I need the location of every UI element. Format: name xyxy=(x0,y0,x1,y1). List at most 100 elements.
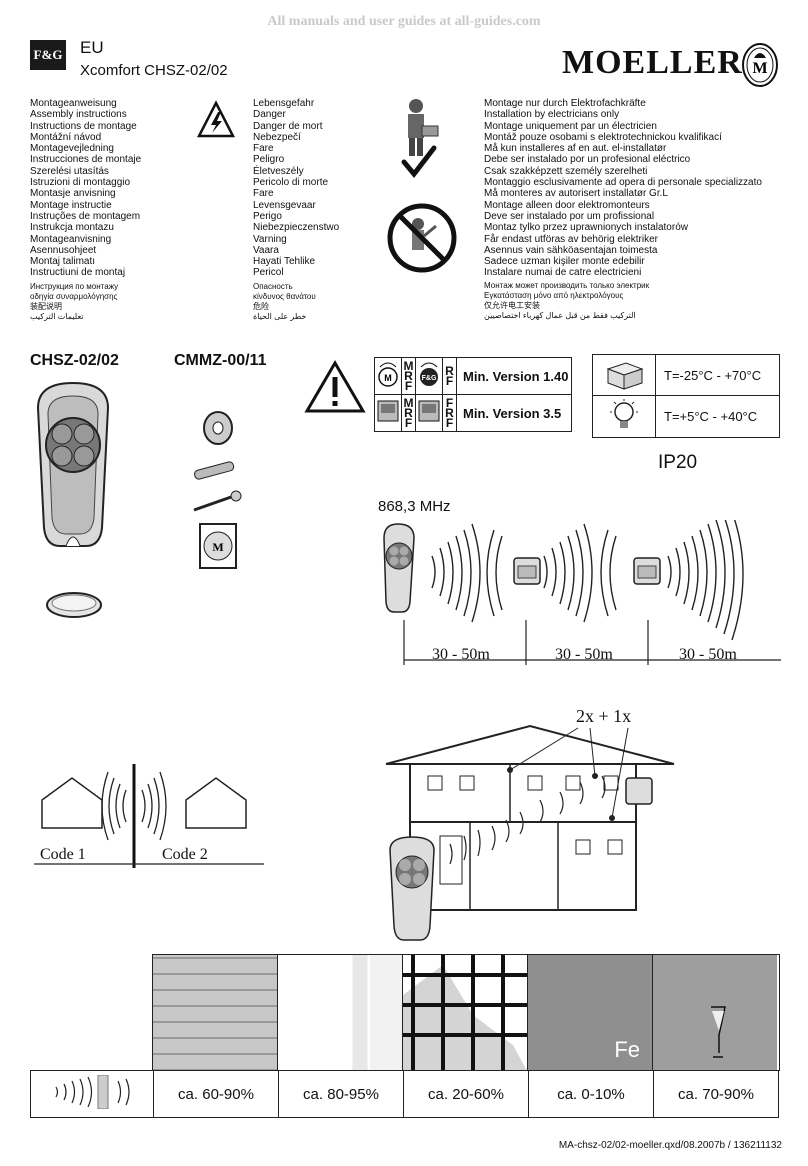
danger-word: Pericolo di morte xyxy=(253,177,329,189)
danger-word: خطر على الحياة xyxy=(253,311,307,321)
danger-word: Hayati Tehlike xyxy=(253,256,316,268)
actuator-icon xyxy=(633,557,661,585)
electrician-line: Sadece uzman kişiler monte edebilir xyxy=(484,256,645,268)
instruction-title: Montage instructie xyxy=(30,199,112,211)
instruction-title: Szerelési utasítás xyxy=(30,165,109,177)
mounting-accessories-icon: M xyxy=(193,411,242,569)
temperature-table: T=-25°C - +70°C T=+5°C - +40°C xyxy=(592,354,780,438)
material-attenuation-table: ca. 60-90% ca. 80-95% ca. 20-60% ca. 0-1… xyxy=(30,1070,779,1118)
mrf-letter: M xyxy=(403,359,414,373)
footer-reference: MA-chsz-02/02-moeller.qxd/08.2007b / 136… xyxy=(558,1140,782,1151)
watermark: All manuals and user guides at all-guide… xyxy=(267,14,541,29)
display-device-icon xyxy=(377,400,399,421)
frequency-label: 868,3 MHz xyxy=(378,498,451,515)
brick-wall-icon xyxy=(153,955,278,1071)
ip-rating: IP20 xyxy=(658,452,698,473)
instruction-title: 装配说明 xyxy=(30,301,62,311)
radio-waves xyxy=(431,520,744,641)
mrf-letter: R xyxy=(404,369,413,383)
instruction-title: Montagevejledning xyxy=(30,143,114,155)
code-separation-diagram xyxy=(34,764,264,868)
danger-word: Vaara xyxy=(253,244,279,256)
metal-panel-icon: Fe xyxy=(528,955,653,1071)
danger-word: Опасность xyxy=(253,281,293,291)
distance-label: 30 - 50m xyxy=(432,646,490,663)
code-2-label: Code 2 xyxy=(162,846,208,863)
wood-panel-icon xyxy=(278,955,403,1071)
danger-word: Lebensgefahr xyxy=(253,98,315,109)
operating-temperature: T=+5°C - +40°C xyxy=(655,395,780,438)
electrician-line: Asennus vain sähköasentajan toimesta xyxy=(484,244,658,256)
moeller-bell-icon: M xyxy=(742,43,778,87)
reinforced-concrete-icon xyxy=(403,955,528,1071)
electrician-line: Εγκατάσταση μόνο από ηλεκτρολόγους xyxy=(484,290,624,300)
instruction-title: Assembly instructions xyxy=(30,109,127,121)
instruction-title: Asennusohjeet xyxy=(30,244,97,256)
instruction-title: Istruzioni di montaggio xyxy=(30,177,131,189)
danger-word: Varning xyxy=(253,233,287,245)
range-diagram xyxy=(383,520,781,665)
electrician-line: Deve ser instalado por um profissional xyxy=(484,210,655,222)
material-images-row: Fe xyxy=(152,954,780,1071)
attenuation-glass: ca. 70-90% xyxy=(653,1070,779,1118)
instruction-title: Instruções de montagem xyxy=(30,210,141,222)
fg-device-icon: F&G xyxy=(420,362,438,386)
product-label-chsz: CHSZ-02/02 xyxy=(30,352,119,369)
danger-word: Niebezpieczenstwo xyxy=(253,222,340,234)
svg-text:M: M xyxy=(212,540,223,554)
instruction-title: تعليمات التركيب xyxy=(30,311,84,321)
electrician-icon xyxy=(387,99,457,273)
danger-word: Életveszély xyxy=(253,165,304,177)
danger-word: Pericol xyxy=(253,267,284,279)
danger-word: Nebezpečí xyxy=(253,131,301,143)
instruction-title: Instrucciones de montaje xyxy=(30,154,142,166)
instruction-title: Instructiuni de montaj xyxy=(30,267,126,279)
instruction-title: Инструкция по монтажу xyxy=(30,281,119,291)
electrician-line: Csak szakképzett személy szerelheti xyxy=(484,165,648,177)
electrician-line: Montage alleen door elektromonteurs xyxy=(484,199,650,211)
region-label: EU xyxy=(80,38,104,57)
instruction-titles-list: Montageanweisung Assembly instructions I… xyxy=(30,98,141,322)
distance-label: 30 - 50m xyxy=(679,646,737,663)
remote-control-icon xyxy=(36,381,110,547)
light-bulb-icon xyxy=(610,399,638,428)
warning-triangle-icon xyxy=(304,360,366,413)
frf-letter: F xyxy=(445,416,454,430)
svg-text:M: M xyxy=(384,373,392,383)
attenuation-brick: ca. 60-90% xyxy=(153,1070,279,1118)
danger-word: Perigo xyxy=(253,210,282,222)
attenuation-metal: ca. 0-10% xyxy=(528,1070,654,1118)
instruction-title: Instructions de montage xyxy=(30,120,137,132)
high-voltage-icon xyxy=(196,100,236,138)
glass-panel-icon xyxy=(653,955,777,1071)
danger-word: Fare xyxy=(253,143,274,155)
house-diagram xyxy=(385,724,675,911)
instruction-title: Montážní návod xyxy=(30,131,102,143)
storage-box-icon xyxy=(606,361,644,390)
danger-word: 危险 xyxy=(253,301,269,311)
instruction-title: Montasje anvisning xyxy=(30,188,116,200)
signal-through-wall-icon xyxy=(55,1074,130,1110)
moeller-device-icon: M xyxy=(378,362,398,387)
frf-letter: F xyxy=(445,396,454,410)
code-1-label: Code 1 xyxy=(40,846,86,863)
actuator-icon xyxy=(513,557,541,585)
electrician-line: Får endast utföras av behörig elektriker xyxy=(484,233,658,245)
danger-word: Danger xyxy=(253,109,286,121)
danger-words-list: Lebensgefahr Danger Danger de mort Nebez… xyxy=(253,98,339,322)
rf-letter: R xyxy=(445,364,454,378)
mrf-letter: M xyxy=(403,396,414,410)
svg-text:F&G: F&G xyxy=(422,375,437,382)
electrician-line: التركيب فقط من قبل عمال كهرباء اختصاصيين xyxy=(484,310,636,320)
mrf-letter: F xyxy=(404,416,413,430)
electrician-line: Må kun installeres af en aut. el-install… xyxy=(484,143,667,155)
danger-word: Levensgevaar xyxy=(253,199,316,211)
instruction-title: Montageanvisning xyxy=(30,233,112,245)
instruction-title: οδηγία συναρμολόγησης xyxy=(30,291,118,301)
mrf-letter: F xyxy=(404,379,413,393)
electrician-line: Må monteres av autorisert installatør Gr… xyxy=(484,188,668,200)
remote-control-icon xyxy=(389,836,435,941)
danger-word: Fare xyxy=(253,188,274,200)
version-row-1: Min. Version 1.40 xyxy=(456,357,572,395)
